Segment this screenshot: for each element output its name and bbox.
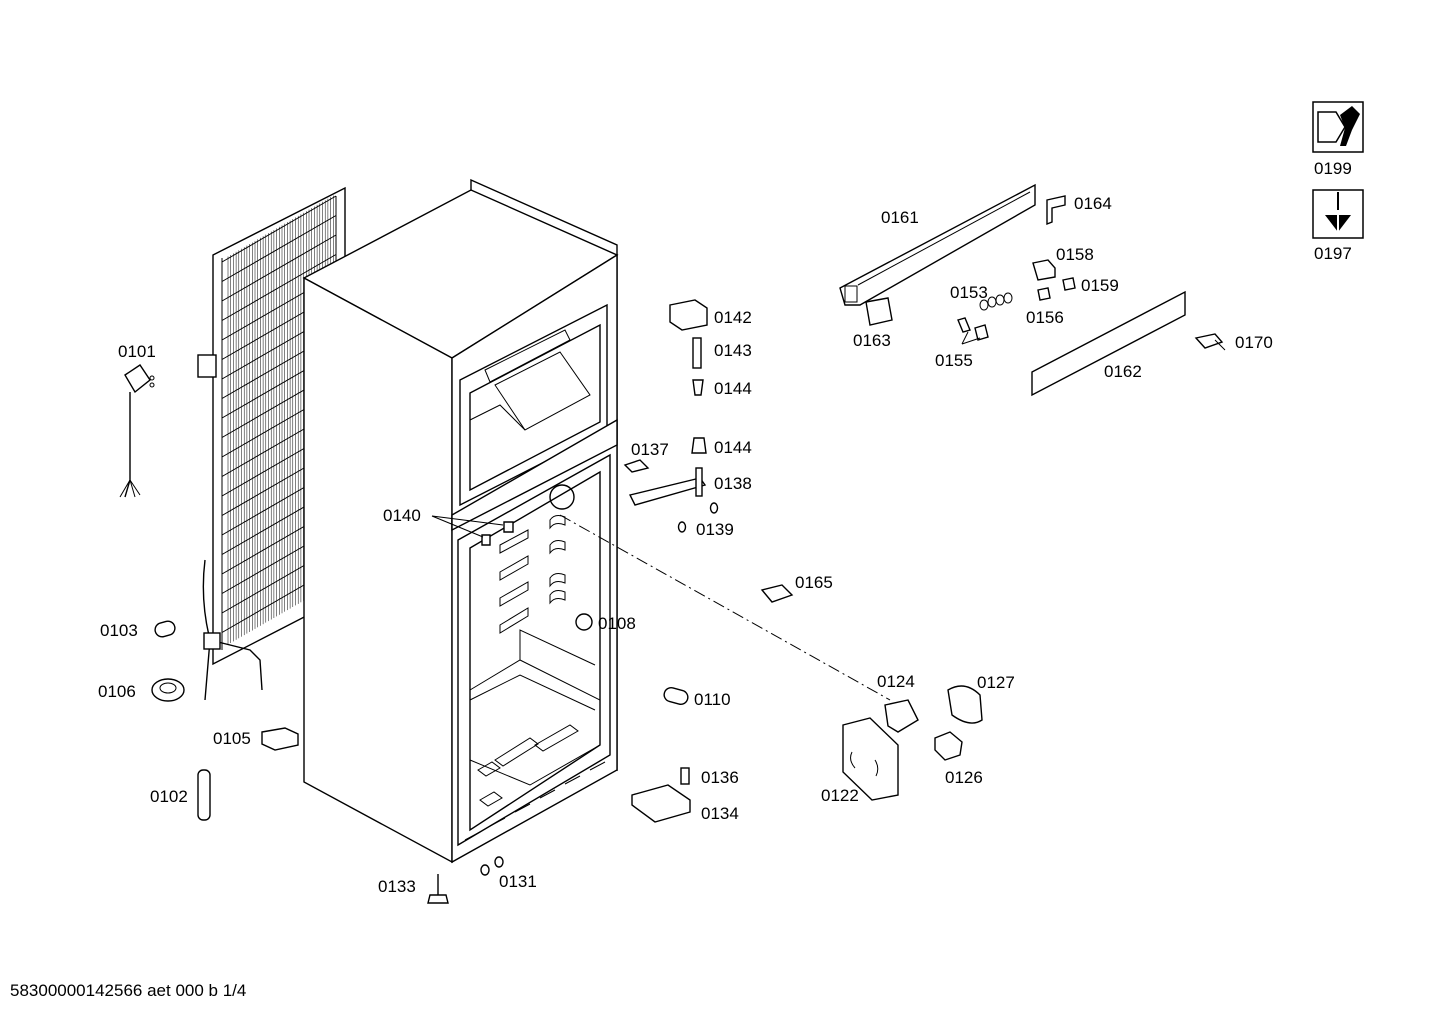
hinge-pin-icon: [692, 337, 702, 369]
thermostat-housing-icon: [842, 717, 899, 801]
part-labels: 0101 0103 0106 0105 0102 0133 0131 0140 …: [98, 159, 1352, 896]
label-0162: 0162: [1104, 362, 1142, 381]
relay-icon: [261, 727, 299, 751]
label-0140: 0140: [383, 506, 421, 525]
label-0122: 0122: [821, 786, 859, 805]
switch-icon: [1032, 259, 1076, 301]
document-code: 58300000142566 aet 000 b 1/4: [10, 981, 247, 1000]
label-0163: 0163: [853, 331, 891, 350]
washer-icon: [677, 502, 719, 533]
label-0137: 0137: [631, 440, 669, 459]
label-0139: 0139: [696, 520, 734, 539]
screwdriver-icon: [1312, 189, 1364, 239]
label-0165: 0165: [795, 573, 833, 592]
fridge-cabinet: [302, 178, 619, 864]
label-0170: 0170: [1235, 333, 1273, 352]
evaporation-tray-icon: [151, 678, 185, 702]
drain-plug-icon: [154, 620, 176, 638]
hinge-bracket-icon: [623, 459, 707, 506]
sensor-icon: [1194, 333, 1226, 351]
label-0164: 0164: [1074, 194, 1112, 213]
label-0143: 0143: [714, 341, 752, 360]
label-0124: 0124: [877, 672, 915, 691]
label-0156: 0156: [1026, 308, 1064, 327]
bottom-hinge-icon: [631, 767, 691, 823]
leveling-foot-icon: [427, 874, 449, 904]
label-0144-lower: 0144: [714, 438, 752, 457]
label-0131: 0131: [499, 872, 537, 891]
label-0106: 0106: [98, 682, 136, 701]
plug-connector-icon: [760, 584, 794, 603]
label-0197: 0197: [1314, 244, 1352, 263]
label-0126: 0126: [945, 768, 983, 787]
label-0199: 0199: [1314, 159, 1352, 178]
coil-tube: [221, 195, 337, 263]
bulb-icon: [934, 731, 963, 761]
power-cord-icon: [119, 364, 155, 498]
label-0110: 0110: [694, 690, 731, 709]
bushing-icon: [691, 379, 707, 454]
label-0103: 0103: [100, 621, 138, 640]
clip-icon: [865, 195, 1066, 326]
contacts-icon: [957, 292, 1013, 345]
hinge-cover-icon: [669, 299, 708, 331]
label-0101: 0101: [118, 342, 156, 361]
label-0108: 0108: [598, 614, 636, 633]
strip-icon: [1031, 290, 1186, 397]
label-0142: 0142: [714, 308, 752, 327]
shelf-pins-icon: [431, 515, 514, 546]
label-0134: 0134: [701, 804, 739, 823]
label-0153: 0153: [950, 283, 988, 302]
washers-icon: [480, 856, 504, 876]
door-stop-icon: [663, 687, 689, 705]
label-0105: 0105: [213, 729, 251, 748]
lamp-cover-icon: [947, 685, 983, 724]
wrench-nut-icon: [1312, 101, 1364, 153]
label-0138: 0138: [714, 474, 752, 493]
label-0136: 0136: [701, 768, 739, 787]
control-panel-icon: [839, 183, 1036, 306]
label-0133: 0133: [378, 877, 416, 896]
label-0158: 0158: [1056, 245, 1094, 264]
lamp-holder-icon: [884, 699, 919, 733]
label-0127: 0127: [977, 673, 1015, 692]
dryer-filter-icon: [197, 769, 211, 821]
label-0155: 0155: [935, 351, 973, 370]
label-0159: 0159: [1081, 276, 1119, 295]
label-0144-upper: 0144: [714, 379, 752, 398]
label-0161: 0161: [881, 208, 919, 227]
label-0102: 0102: [150, 787, 188, 806]
